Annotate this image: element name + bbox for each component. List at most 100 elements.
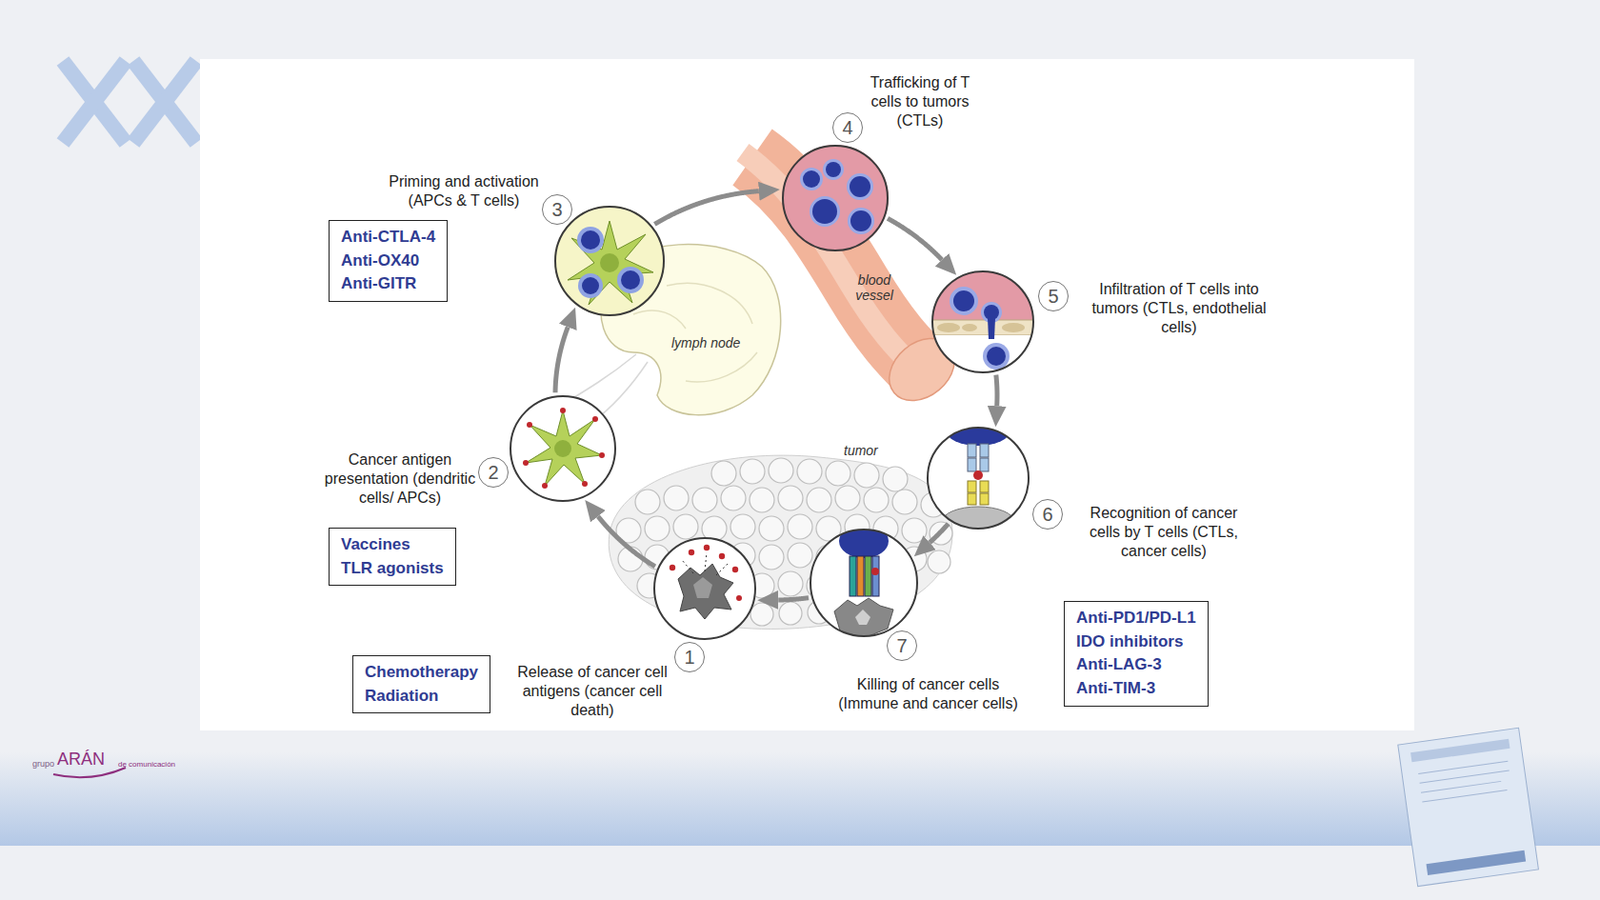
stage-6-drawing — [980, 443, 989, 458]
stage-caption: Recognition of cancer cells by T cells (… — [1078, 503, 1250, 561]
stage-3-drawing — [617, 266, 644, 294]
stage-3-drawing — [578, 273, 603, 299]
tumor-drawing — [778, 571, 803, 597]
tumor-drawing — [787, 514, 813, 540]
stage-7-drawing — [857, 556, 864, 597]
cycle-arrow — [654, 191, 760, 225]
stage-2-drawing — [599, 452, 605, 459]
stage-5-drawing — [986, 346, 1006, 366]
tumor-drawing — [779, 601, 802, 625]
stage-3-drawing — [600, 253, 620, 273]
stage-4-drawing — [800, 159, 875, 235]
stage-6-drawing — [926, 415, 1030, 538]
stage-7-drawing — [872, 556, 880, 597]
book-thumbnail — [1425, 850, 1526, 876]
tumor-drawing — [673, 514, 699, 540]
stage-circle: Recognition of cancer cells by T cells (… — [926, 426, 1030, 530]
drug-name: Chemotherapy — [364, 660, 479, 685]
stage-6-drawing — [967, 458, 977, 472]
stage-5-drawing — [928, 320, 1039, 336]
stage-4-drawing — [850, 210, 872, 232]
stage-6-drawing — [980, 458, 989, 472]
cycle-arrow — [598, 516, 656, 567]
tumor-drawing — [750, 602, 774, 626]
stage-3-drawing — [554, 205, 665, 317]
tumor-drawing — [759, 544, 784, 570]
stage-5-drawing — [987, 318, 996, 340]
logo-text: grupo — [32, 759, 55, 769]
stage-6-drawing — [980, 493, 989, 505]
stage-3-drawing — [581, 277, 600, 295]
stage-2-drawing — [509, 395, 617, 502]
stage-3-drawing — [580, 230, 600, 250]
tumor-drawing — [635, 489, 660, 515]
stage-2-drawing — [554, 440, 572, 458]
region-label: lymph node — [671, 335, 740, 351]
stage-4-drawing — [812, 199, 838, 224]
stage-1-drawing — [719, 553, 725, 560]
slide-background — [0, 752, 1600, 846]
callout-number: 2 — [478, 457, 509, 488]
stage-1-drawing — [669, 564, 676, 571]
stage-1-drawing — [732, 566, 739, 573]
stage-4-drawing — [846, 173, 874, 200]
stage-4-drawing — [825, 161, 841, 178]
drug-name: Anti-GITR — [340, 272, 436, 297]
stage-1-drawing — [653, 537, 757, 640]
tumor-drawing — [863, 487, 889, 513]
stage-4-drawing — [800, 167, 823, 191]
stage-6-drawing — [967, 493, 977, 505]
logo-text: ARÁN — [57, 749, 105, 770]
stage-2-drawing — [522, 407, 605, 489]
tumor-drawing — [663, 485, 689, 511]
lymph-node-drawing — [633, 282, 758, 382]
figure-panel — [200, 59, 1415, 731]
stage-1-drawing — [688, 549, 695, 556]
stage-4-drawing — [781, 144, 889, 252]
callout-number-text: 4 — [841, 118, 853, 138]
book-thumbnail — [1398, 727, 1540, 886]
tumor-drawing — [740, 459, 765, 484]
drug-box: Anti-CTLA-4Anti-OX40Anti-GITR — [328, 220, 448, 302]
book-thumbnail — [1398, 727, 1540, 886]
stage-2-drawing — [581, 480, 588, 487]
tumor-drawing — [692, 487, 718, 513]
stage-5-drawing — [1001, 322, 1025, 333]
callout-number-text: 7 — [896, 636, 907, 656]
tumor-drawing — [778, 485, 803, 511]
stage-5-drawing — [937, 322, 1025, 333]
stage-4-drawing — [822, 159, 844, 180]
callout-number: 7 — [886, 630, 918, 661]
drug-name: TLR agonists — [340, 557, 444, 581]
stage-4-drawing — [849, 176, 871, 198]
stage-1-drawing — [703, 544, 710, 551]
stage-6-drawing — [945, 415, 1011, 446]
drug-name: Anti-TIM-3 — [1076, 677, 1197, 701]
drug-name: Anti-PD1/PD-L1 — [1076, 606, 1197, 631]
stage-5-drawing — [953, 290, 975, 312]
stage-2-drawing — [560, 407, 566, 414]
stage-caption: Killing of cancer cells (Immune and canc… — [830, 675, 1026, 714]
callout-number: 6 — [1032, 499, 1063, 530]
logo-swoosh — [53, 767, 126, 778]
logo-mark — [62, 60, 126, 143]
tumor-drawing — [749, 487, 775, 513]
stage-1-drawing — [736, 595, 742, 601]
stage-5-drawing — [928, 266, 1039, 379]
cycle-arrow — [887, 218, 942, 260]
stage-3-drawing — [577, 226, 644, 299]
stage-2-drawing — [541, 482, 548, 489]
stage-4-drawing — [802, 161, 872, 232]
stage-7-drawing — [864, 556, 872, 597]
tumor-drawing — [768, 458, 794, 483]
stage-caption: Priming and activation (APCs & T cells) — [368, 172, 560, 211]
tumor-drawing — [644, 516, 670, 541]
stage-6-drawing — [967, 443, 977, 458]
tumor-drawing — [882, 466, 908, 492]
stage-circle: Trafficking of T cells to tumors (CTLs) — [781, 144, 889, 252]
tumor-drawing — [927, 550, 951, 574]
drug-name: Vaccines — [340, 533, 444, 558]
cycle-arrow — [778, 598, 809, 600]
